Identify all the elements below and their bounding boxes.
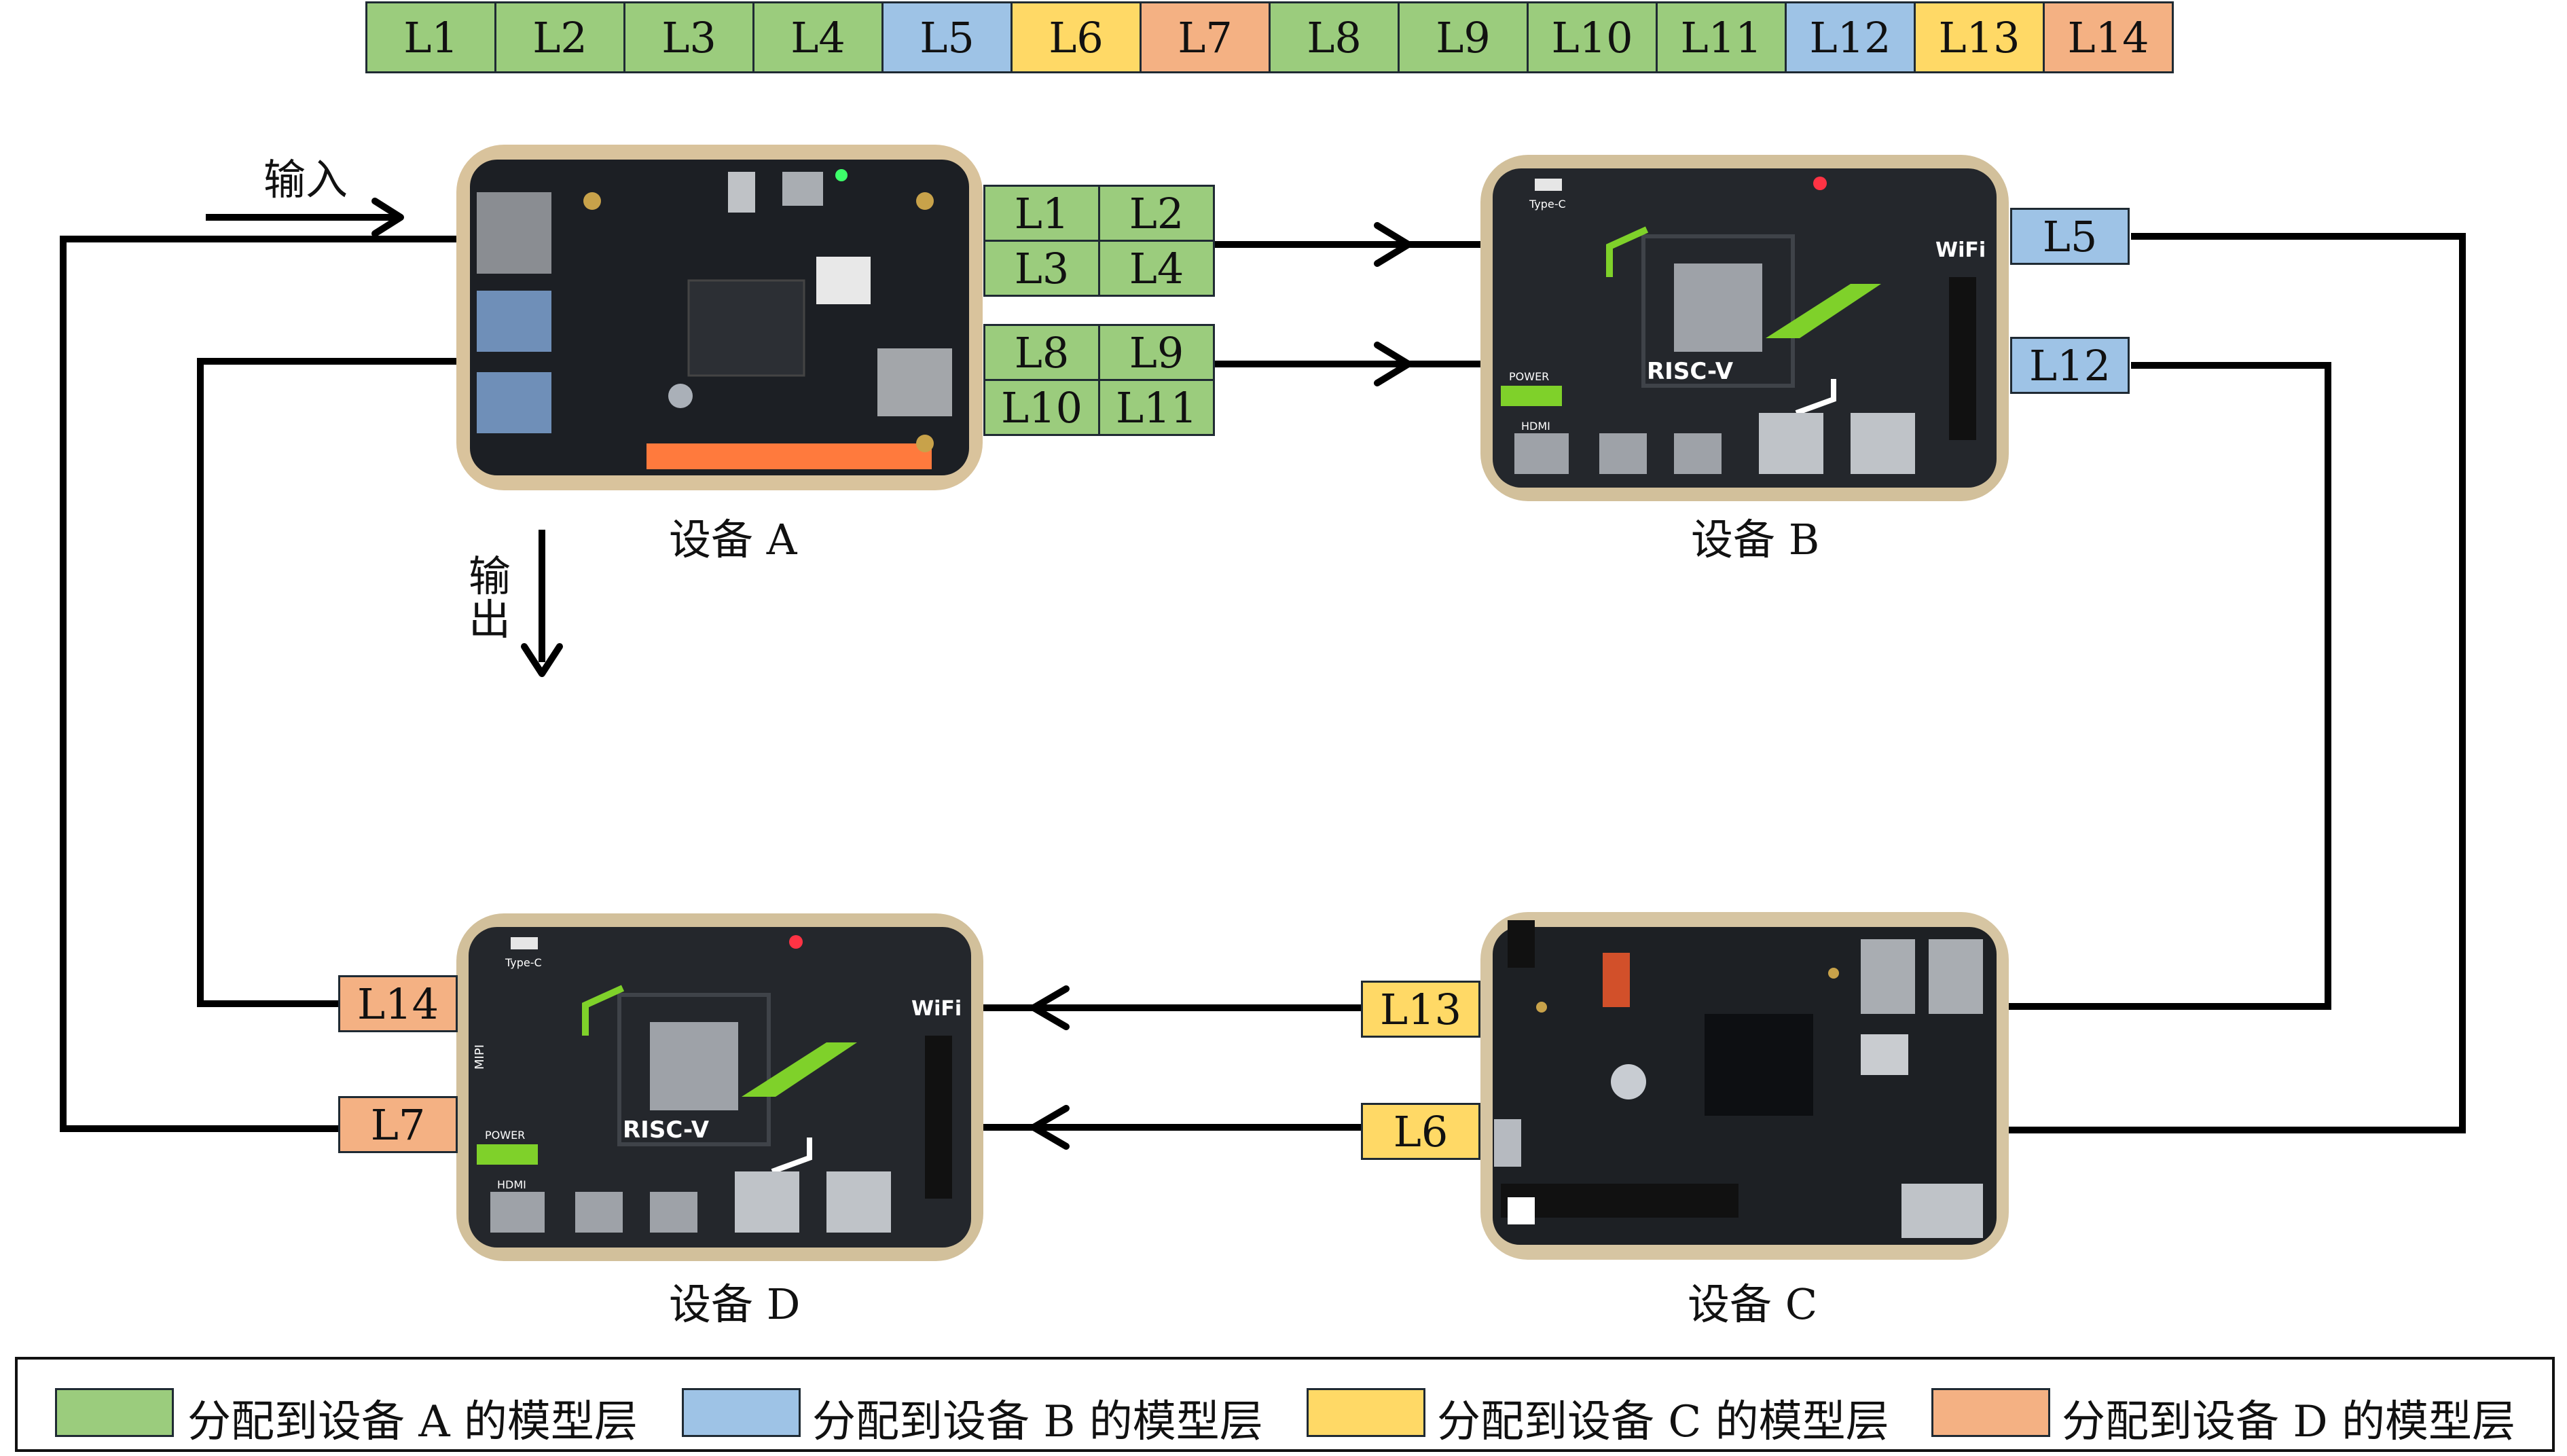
chip-d-l14: L14 — [338, 975, 458, 1032]
board-d-wifi-mark: WiFi — [911, 997, 962, 1021]
output-label-bottom: 出 — [469, 595, 511, 644]
strip-cell-l13: L13 — [1914, 1, 2045, 73]
strip-cell-l9: L9 — [1398, 1, 1529, 73]
board-d-typec-mark: Type-C — [505, 956, 542, 969]
device-d-label: 设备 D — [669, 1279, 801, 1329]
legend-text-a: 分配到设备 A 的模型层 — [187, 1397, 638, 1447]
input-label: 输入 — [263, 155, 348, 204]
chip-a-l10: L10 — [983, 379, 1100, 436]
board-b-hdmi-mark: HDMI — [1521, 420, 1550, 433]
board-d-mipi-mark: MIPI — [473, 1044, 487, 1070]
path-b-c-inner — [2007, 362, 2331, 1010]
strip-cell-l1: L1 — [365, 1, 496, 73]
chip-a-l11: L11 — [1098, 379, 1215, 436]
chip-a-l8: L8 — [983, 324, 1100, 381]
arrowhead-c-d-lower — [1030, 1105, 1070, 1150]
strip-cell-l14: L14 — [2043, 1, 2174, 73]
device-b-label: 设备 B — [1691, 515, 1820, 564]
chip-a-l4: L4 — [1098, 240, 1215, 297]
path-b-c-outer — [2007, 233, 2466, 1133]
chip-c-l13: L13 — [1361, 981, 1480, 1038]
legend-text-b: 分配到设备 B 的模型层 — [812, 1397, 1263, 1447]
legend-text-d: 分配到设备 D 的模型层 — [2062, 1397, 2515, 1447]
device-c-board-art — [1493, 920, 1997, 1245]
chip-a-l1: L1 — [983, 185, 1100, 242]
board-d-power-mark: POWER — [485, 1129, 525, 1142]
arrowhead-c-d-upper — [1030, 985, 1070, 1030]
strip-cell-l5: L5 — [881, 1, 1013, 73]
device-a-board — [456, 145, 983, 490]
device-c-board — [1480, 912, 2009, 1260]
arrowhead-input — [371, 198, 404, 237]
strip-cell-l2: L2 — [494, 1, 625, 73]
strip-cell-l4: L4 — [752, 1, 884, 73]
chip-a-l3: L3 — [983, 240, 1100, 297]
device-d-board: RISC-V WiFi Type-C POWER HDMI MIPI — [456, 913, 983, 1261]
device-b-board-art: RISC-V WiFi Type-C POWER HDMI — [1493, 168, 1997, 488]
device-d-board-art: RISC-V WiFi Type-C POWER HDMI MIPI — [469, 927, 971, 1248]
legend-swatch-c — [1307, 1388, 1425, 1437]
strip-cell-l6: L6 — [1011, 1, 1142, 73]
device-c-label: 设备 C — [1688, 1279, 1818, 1329]
device-a-label: 设备 A — [669, 515, 797, 564]
legend-swatch-d — [1931, 1388, 2050, 1437]
board-d-hdmi-mark: HDMI — [497, 1178, 526, 1191]
strip-cell-l8: L8 — [1269, 1, 1400, 73]
device-b-board: RISC-V WiFi Type-C POWER HDMI — [1480, 155, 2009, 501]
board-b-riscv-mark: RISC-V — [1647, 358, 1734, 385]
strip-cell-l3: L3 — [623, 1, 754, 73]
board-b-power-mark: POWER — [1509, 370, 1549, 383]
path-outer-left — [60, 236, 456, 1132]
board-b-wifi-mark: WiFi — [1935, 238, 1986, 262]
output-label-top: 输 — [469, 551, 511, 601]
legend-text-c: 分配到设备 C 的模型层 — [1437, 1397, 1889, 1447]
chip-a-l2: L2 — [1098, 185, 1215, 242]
chip-c-l6: L6 — [1361, 1103, 1480, 1160]
chip-b-l5: L5 — [2010, 208, 2130, 265]
chip-b-l12: L12 — [2010, 337, 2130, 394]
chip-a-l9: L9 — [1098, 324, 1215, 381]
chip-d-l7: L7 — [338, 1096, 458, 1153]
arrowhead-output — [521, 643, 563, 677]
strip-cell-l7: L7 — [1140, 1, 1271, 73]
device-a-board-art — [470, 160, 969, 475]
arrowhead-a-b-upper — [1374, 222, 1412, 267]
legend-swatch-a — [55, 1388, 174, 1437]
strip-cell-l10: L10 — [1527, 1, 1658, 73]
board-d-riscv-mark: RISC-V — [623, 1116, 710, 1144]
legend: 分配到设备 A 的模型层 分配到设备 B 的模型层 分配到设备 C 的模型层 分… — [15, 1357, 2555, 1452]
board-b-typec-mark: Type-C — [1529, 198, 1566, 211]
legend-swatch-b — [682, 1388, 801, 1437]
arrowhead-a-b-lower — [1374, 342, 1412, 386]
path-inner-left — [197, 358, 456, 1007]
